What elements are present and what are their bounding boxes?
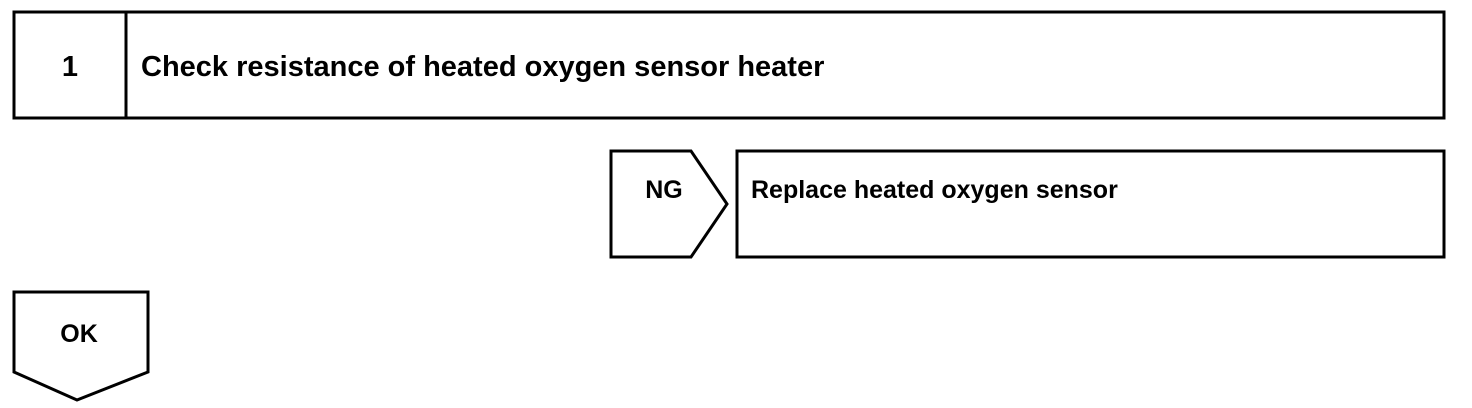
ng-label: NG	[645, 176, 683, 204]
ng-arrow-shape	[609, 149, 729, 259]
ng-branch: NG	[609, 149, 729, 259]
step-number: 1	[62, 51, 78, 83]
step-title: Check resistance of heated oxygen sensor…	[141, 51, 824, 83]
ok-arrow-shape	[12, 290, 150, 402]
ok-label: OK	[60, 320, 98, 348]
step-box: 1 Check resistance of heated oxygen sens…	[12, 10, 1446, 120]
ng-action-text: Replace heated oxygen sensor	[751, 176, 1118, 204]
step-box-frame	[12, 10, 1446, 120]
ng-action-frame	[735, 149, 1446, 259]
ng-action-box: Replace heated oxygen sensor	[735, 149, 1446, 259]
ok-branch: OK	[12, 290, 150, 402]
